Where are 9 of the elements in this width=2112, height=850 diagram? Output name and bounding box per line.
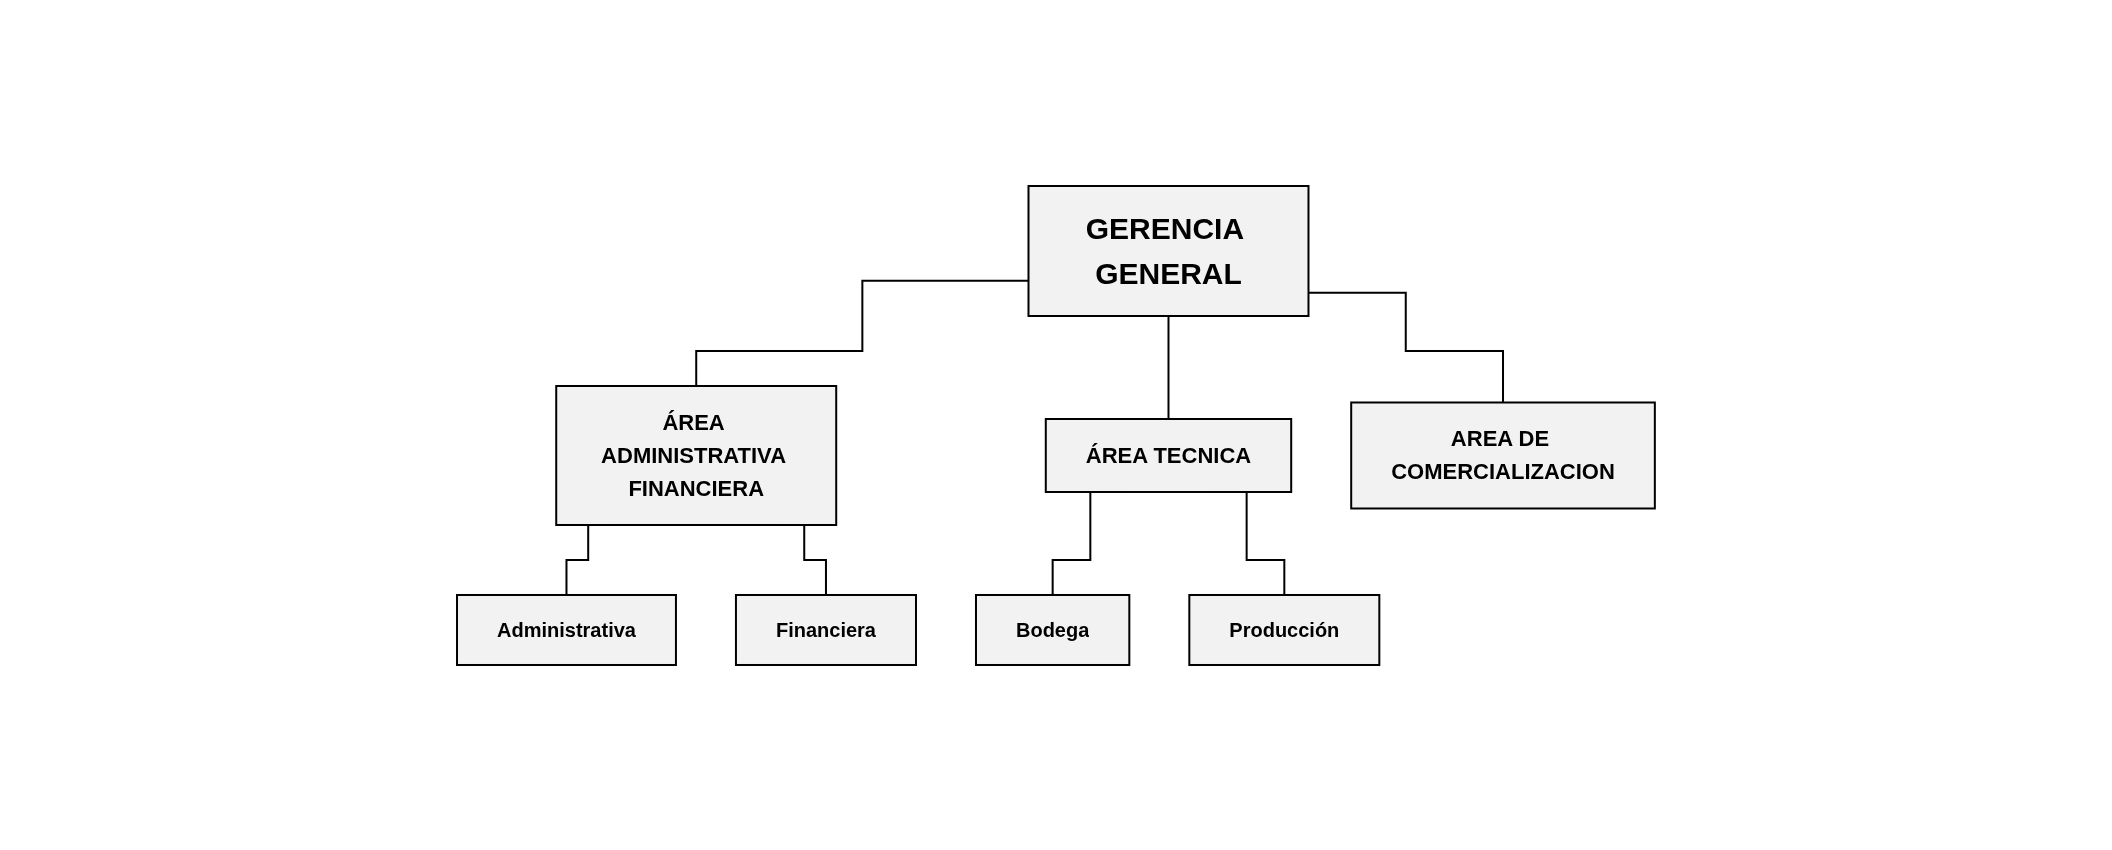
node-box: Administrativa — [456, 593, 677, 666]
node-box: GERENCIA GENERAL — [1027, 184, 1310, 317]
node-box: Financiera — [735, 593, 918, 666]
connector — [1167, 314, 1170, 420]
node-box: AREA DE COMERCIALIZACION — [1350, 401, 1656, 509]
node-box: Bodega — [975, 593, 1131, 666]
node-box: Producción — [1188, 593, 1381, 666]
node-box: ÁREA TECNICA — [1044, 417, 1293, 493]
node-box: ÁREA ADMINISTRATIVA FINANCIERA — [555, 384, 838, 526]
